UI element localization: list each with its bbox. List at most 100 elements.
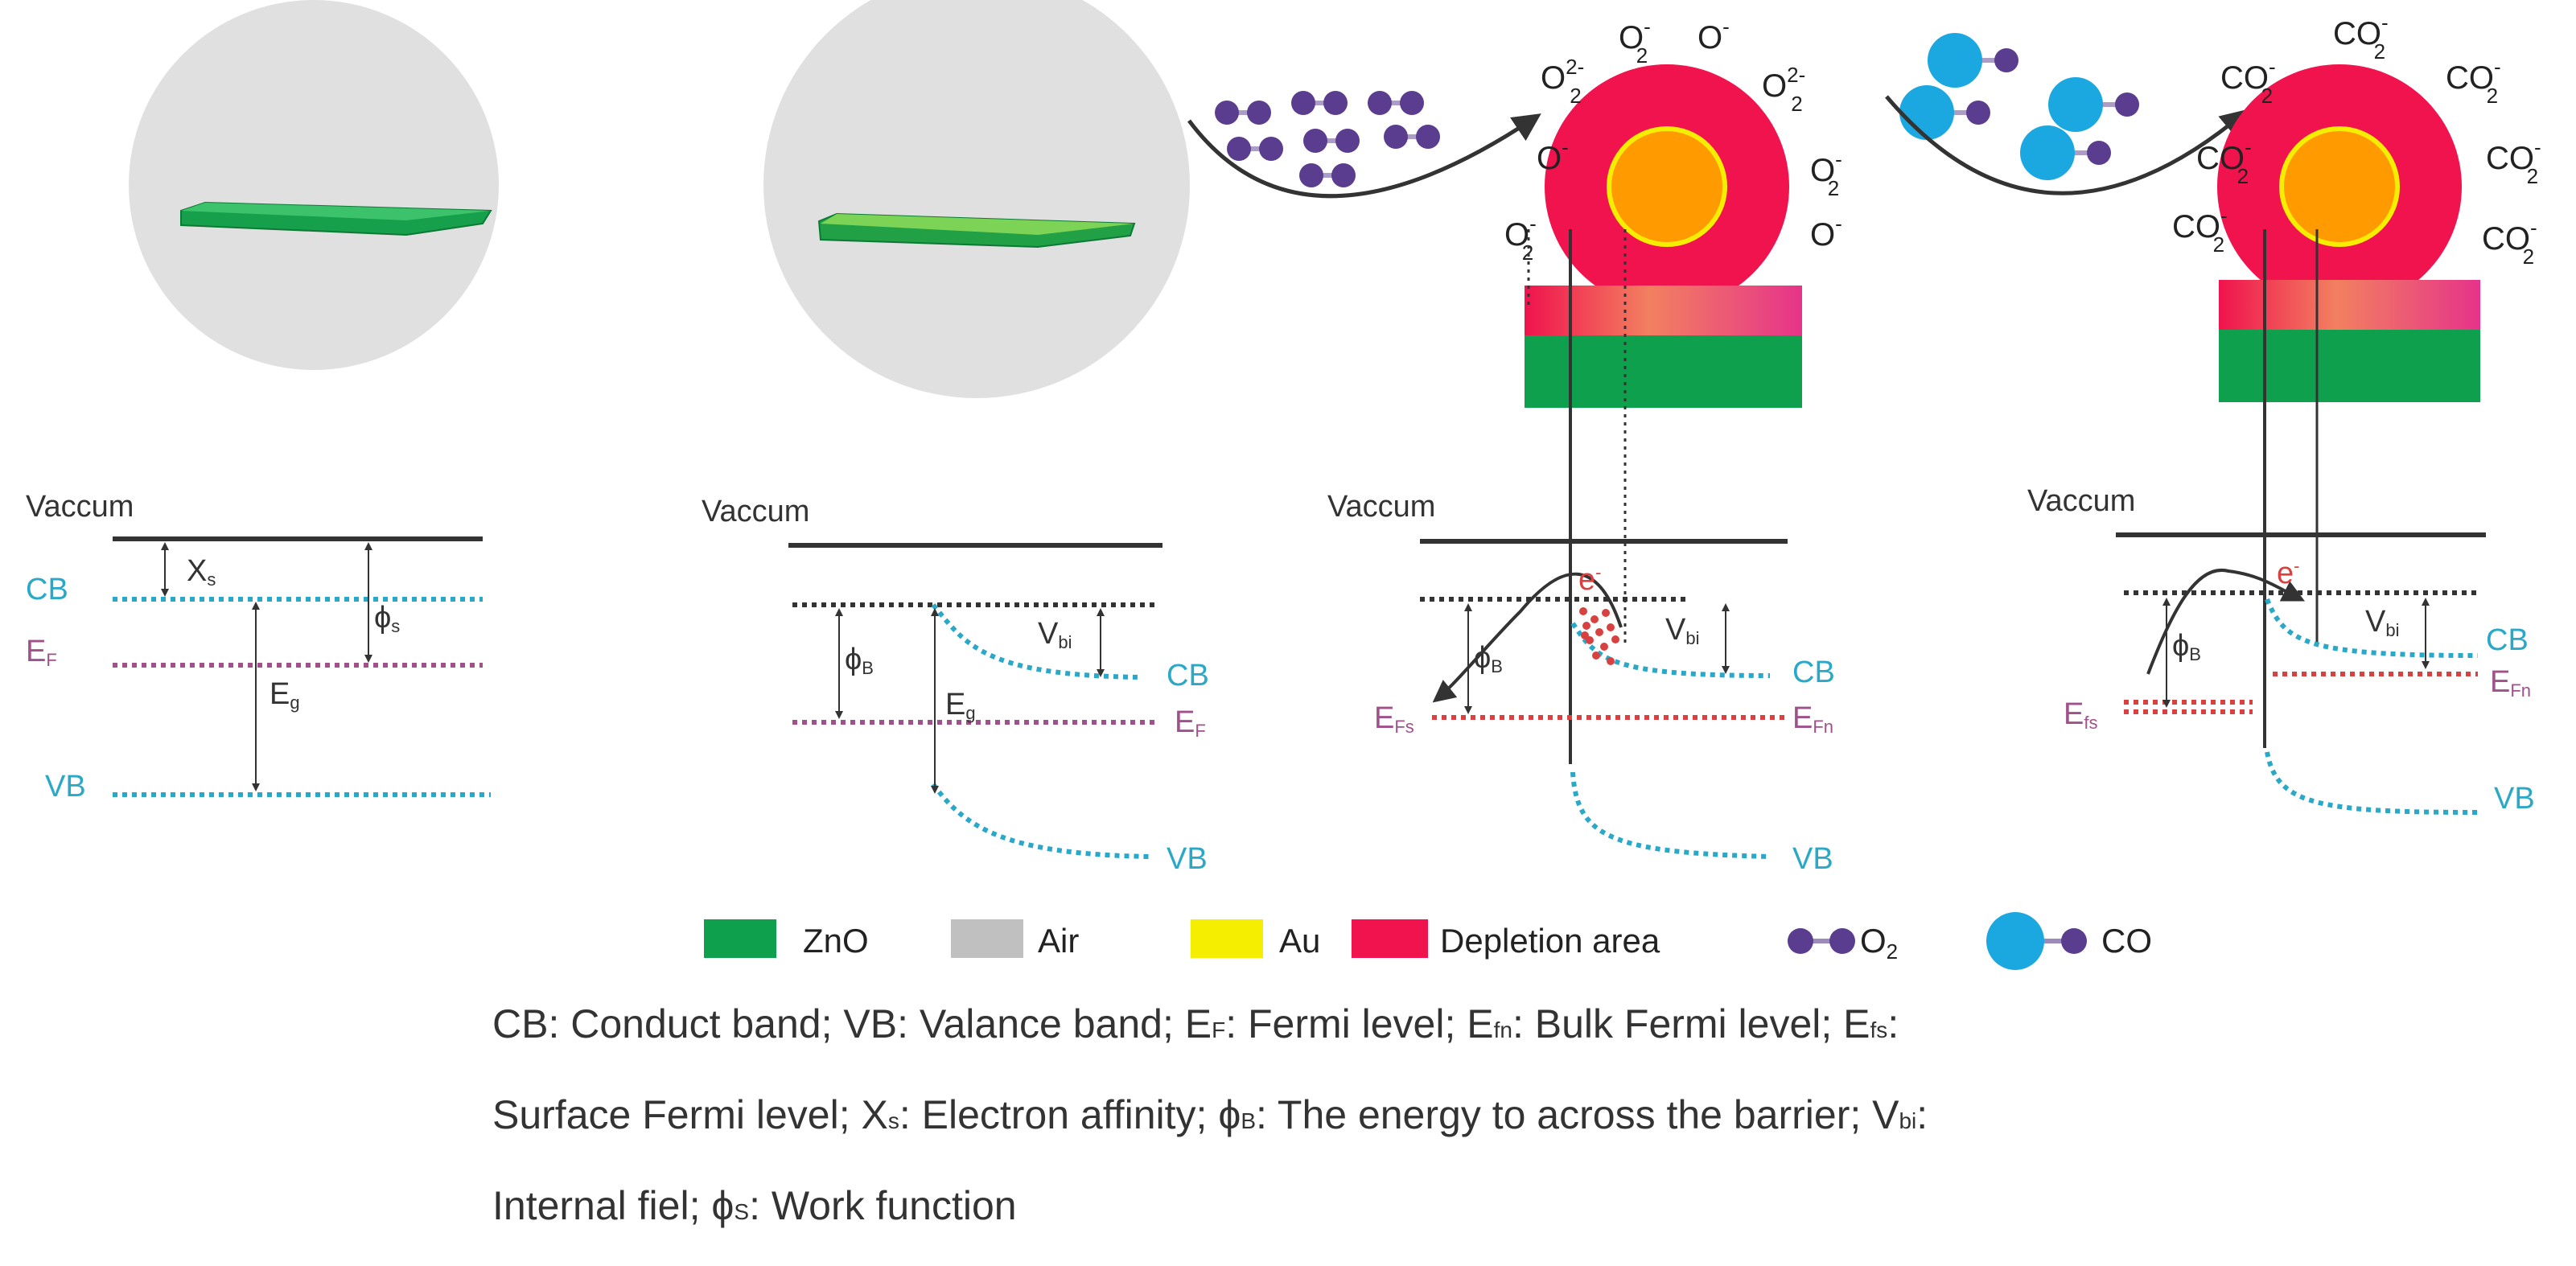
vb-label: VB [2494, 782, 2535, 816]
au-core [2279, 126, 2400, 247]
gas-ion-label: CO-2 [2172, 203, 2228, 257]
legend-co: CO [2101, 922, 2152, 960]
eg-label: Eg [270, 677, 300, 713]
efn-label: EFn [1792, 701, 1833, 737]
o2-molecule [1368, 91, 1424, 115]
legend-o2-icon [1788, 928, 1855, 954]
phib-label: ϕB [845, 643, 874, 678]
vb-band [931, 783, 1151, 859]
o2-molecule [1384, 125, 1440, 149]
efs-label: Efs [2064, 697, 2097, 733]
cb-label: CB [1167, 659, 1209, 693]
definitions-line-2: Surface Fermi level; Xs: Electron affini… [492, 1092, 1928, 1137]
gas-ion-label: CO-2 [2196, 135, 2252, 188]
cb-band [931, 603, 1143, 680]
gas-ion-label: O-2 [1619, 14, 1651, 68]
o2-molecule [1291, 91, 1348, 115]
electron-label: e- [1578, 562, 1601, 597]
legend-co-icon [1986, 912, 2087, 970]
electron-cloud [1579, 607, 1619, 665]
gas-ion-label: O-2 [1504, 212, 1537, 265]
gas-ion-label: CO-2 [2482, 216, 2537, 269]
au-core [1607, 126, 1727, 247]
cb-band [2265, 598, 2479, 658]
o2-molecule [1215, 101, 1271, 125]
legend-swatch-au [1191, 919, 1263, 958]
eg-label: Eg [945, 688, 976, 723]
legend-air: Air [1038, 922, 1079, 960]
vaccum-label: Vaccum [26, 490, 134, 524]
legend-au: Au [1279, 922, 1320, 960]
ef-label: EF [26, 635, 57, 670]
legend: ZnO Air Au Depletion area O2 CO [704, 912, 2152, 970]
gas-ion-label: O- [1810, 212, 1842, 253]
vaccum-label: Vaccum [1327, 490, 1435, 524]
o2-molecule [1303, 129, 1360, 153]
air-circle [129, 0, 499, 370]
electron-label: e- [2277, 556, 2299, 590]
zno-substrate [1525, 335, 1802, 408]
depletion-layer [1525, 286, 1802, 335]
panel-2: Vaccum CB EF VB ϕB Eg Vbi [702, 0, 1209, 876]
vb-label: VB [1167, 842, 1208, 876]
zno-plate [817, 212, 1136, 249]
co-molecule-cluster [1899, 33, 2139, 180]
ef-label: EF [1175, 705, 1206, 741]
legend-swatch-depletion [1352, 919, 1428, 958]
co-molecule [2020, 125, 2111, 180]
o2-molecule-cluster [1215, 91, 1440, 187]
vbi-label: Vbi [1038, 617, 1072, 652]
zno-plate [180, 201, 492, 236]
air-circle [763, 0, 1190, 398]
o2-molecule [1299, 163, 1356, 187]
vaccum-label: Vaccum [2027, 484, 2135, 518]
vb-label: VB [45, 770, 86, 804]
co-molecule [1899, 85, 1990, 140]
gas-ion-label: O- [1537, 135, 1569, 176]
legend-swatch-air [951, 919, 1023, 958]
co-molecule [1928, 33, 2018, 88]
legend-zno: ZnO [803, 922, 869, 960]
vbi-label: Vbi [1665, 613, 1699, 648]
vb-band [1570, 771, 1771, 859]
vb-label: VB [1792, 842, 1833, 876]
phib-label: ϕB [2172, 629, 2201, 664]
cb-label: CB [26, 573, 68, 606]
gas-ion-label: CO-2 [2486, 135, 2541, 188]
gas-ion-label: O- [1697, 14, 1730, 55]
legend-depletion: Depletion area [1440, 922, 1660, 960]
depletion-layer [2219, 280, 2480, 330]
legend-o2: O2 [1860, 922, 1898, 964]
electron-path [1432, 572, 1623, 703]
cb-label: CB [1792, 656, 1835, 689]
gas-ion-label: CO-2 [2220, 55, 2276, 108]
definitions-line-1: CB: Conduct band; VB: Valance band; EF: … [492, 1001, 1899, 1046]
gas-ion-label: O2-2 [1762, 63, 1805, 116]
efs-label: EFs [1374, 701, 1414, 737]
gas-ion-label: O-2 [1810, 147, 1842, 200]
phib-label: ϕB [1474, 641, 1503, 676]
cb-label: CB [2486, 623, 2529, 657]
co-molecule [2048, 77, 2139, 132]
gas-ion-label: CO-2 [2333, 10, 2389, 64]
xs-label: Xs [187, 554, 216, 590]
legend-swatch-zno [704, 919, 776, 958]
panel-1: Vaccum CB EF VB Xs ϕs Eg [26, 0, 499, 804]
flow-arrow [1885, 95, 2249, 195]
definitions-line-3: Internal fiel; ϕS: Work function [492, 1183, 1017, 1228]
phis-label: ϕs [374, 601, 400, 636]
flow-arrow [1187, 113, 1541, 199]
vbi-label: Vbi [2365, 605, 2399, 640]
gas-ion-label: O2-2 [1541, 55, 1584, 108]
o2-molecule [1227, 137, 1283, 161]
zno-substrate [2219, 330, 2480, 402]
vb-band [2265, 751, 2479, 815]
vaccum-label: Vaccum [702, 495, 809, 528]
gas-ion-label: CO-2 [2446, 55, 2501, 108]
